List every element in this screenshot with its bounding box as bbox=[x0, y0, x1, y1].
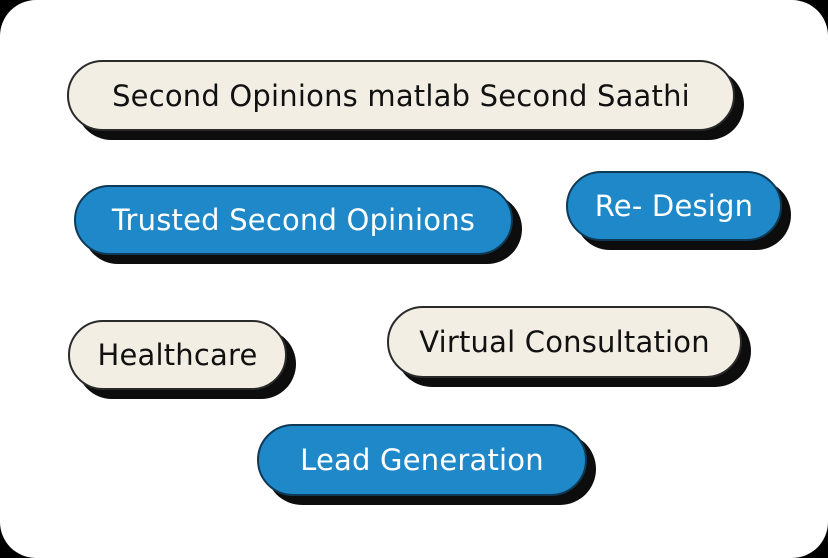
tag-re-design: Re- Design bbox=[566, 171, 782, 241]
tag-lead-generation: Lead Generation bbox=[257, 424, 587, 496]
tag-trusted-second-opinions: Trusted Second Opinions bbox=[74, 185, 513, 255]
tag-label: Second Opinions matlab Second Saathi bbox=[112, 78, 690, 113]
tag-second-opinions-matlab-second-saathi: Second Opinions matlab Second Saathi bbox=[67, 60, 735, 131]
tag-label: Lead Generation bbox=[300, 443, 544, 477]
tag-label: Virtual Consultation bbox=[419, 325, 710, 359]
tag-label: Re- Design bbox=[594, 189, 754, 223]
tag-virtual-consultation: Virtual Consultation bbox=[387, 306, 742, 378]
tag-label: Trusted Second Opinions bbox=[111, 203, 476, 237]
tag-healthcare: Healthcare bbox=[68, 320, 287, 390]
tag-label: Healthcare bbox=[97, 338, 258, 372]
